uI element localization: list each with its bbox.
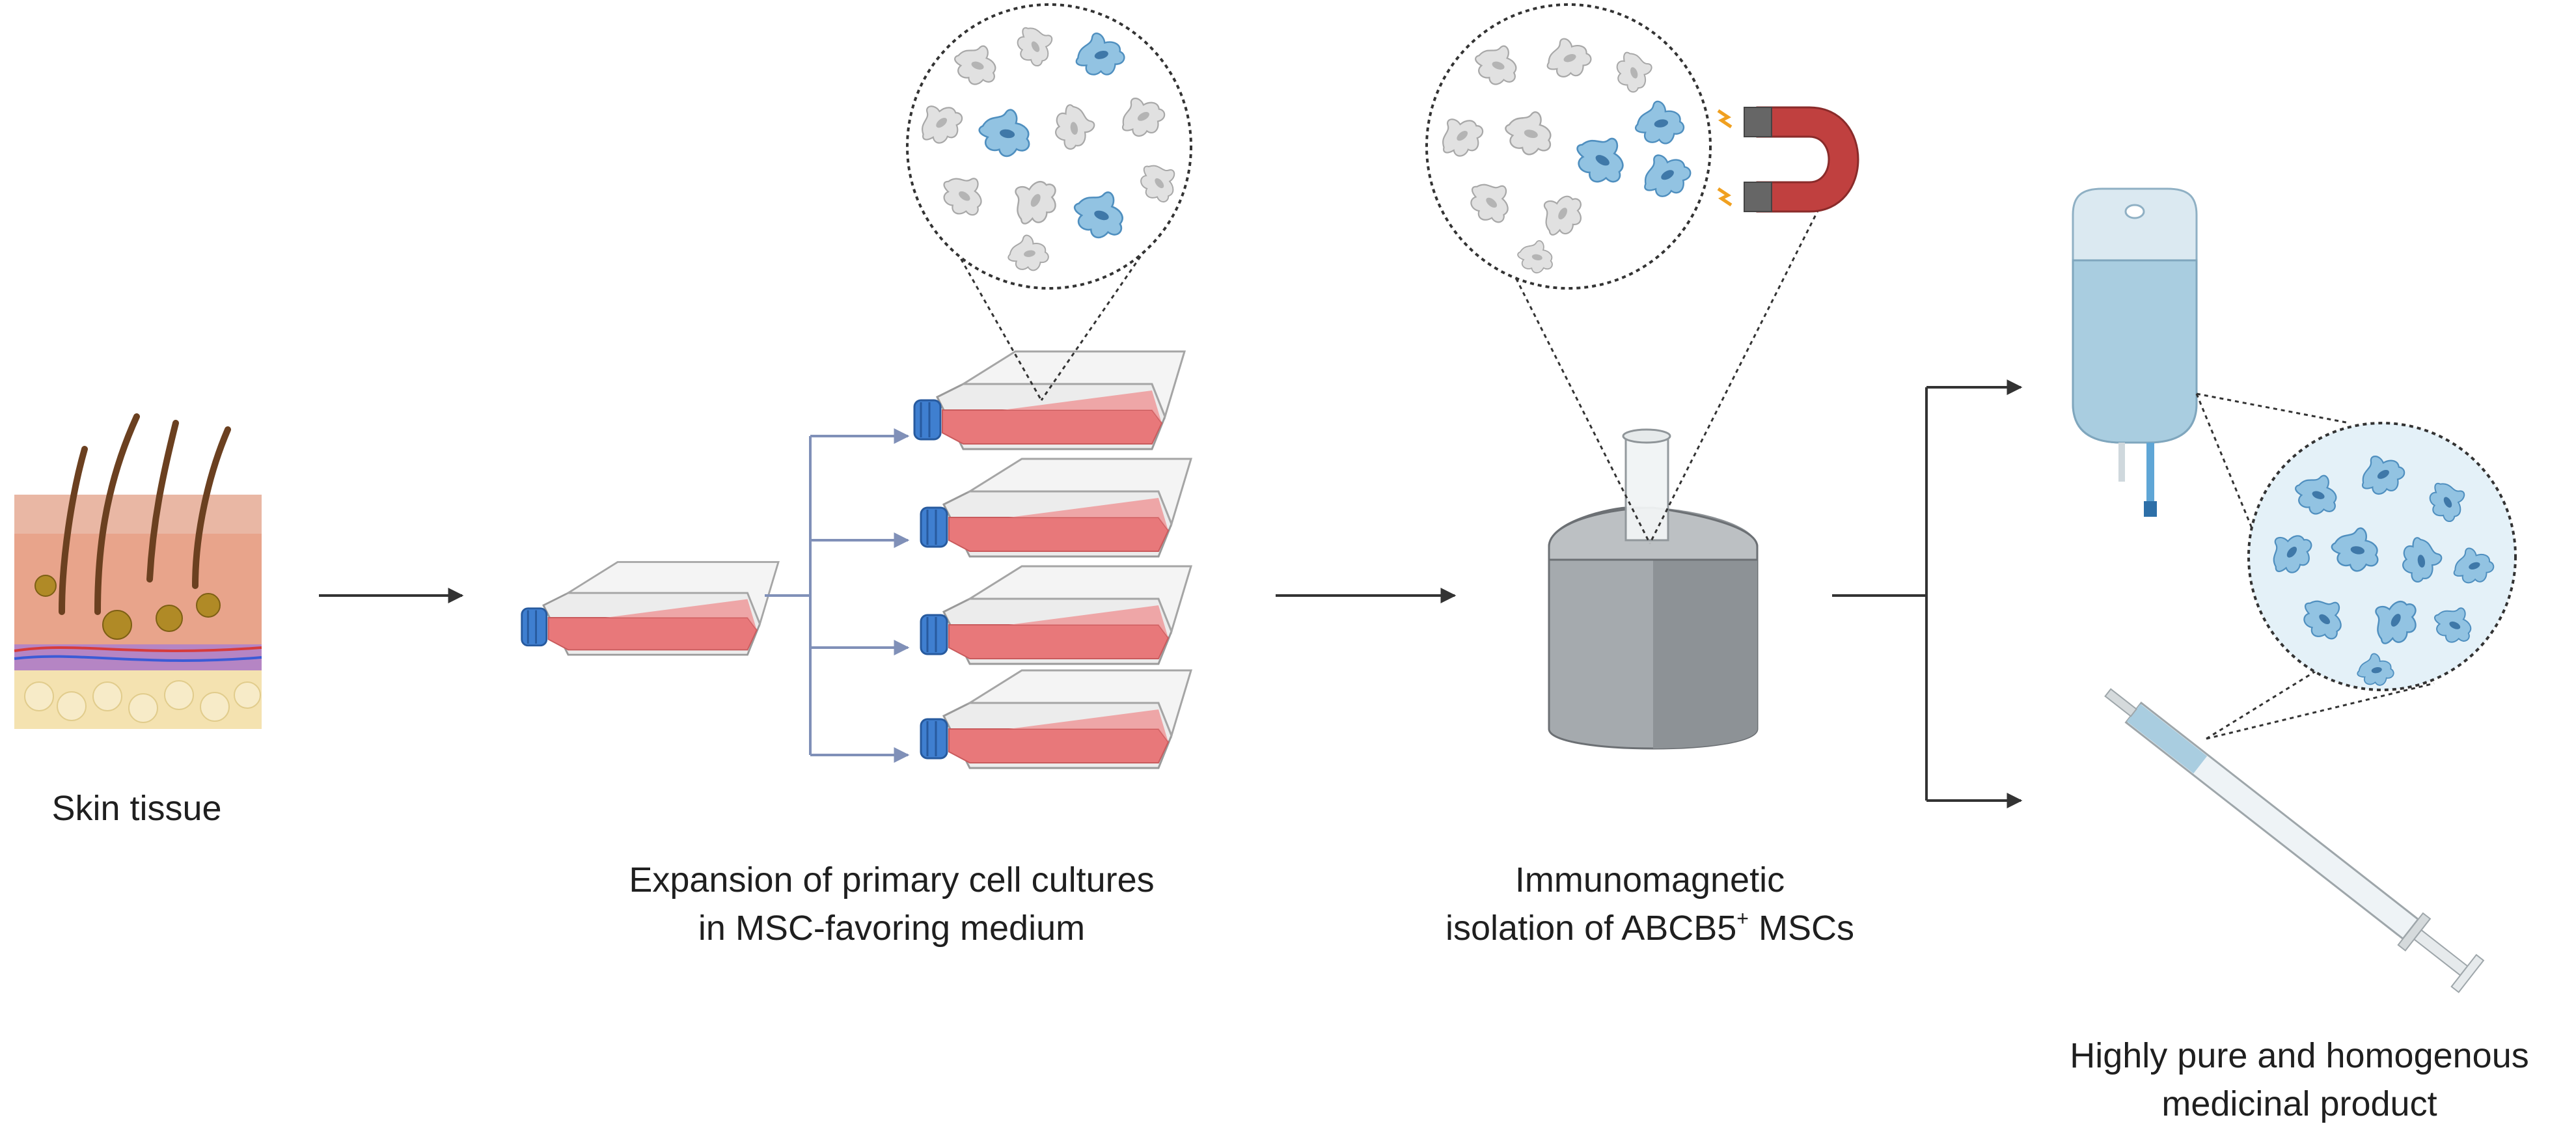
- isolation-line-2-pre: isolation of ABCB5: [1446, 909, 1737, 948]
- label-isolation: Immunomagnetic isolation of ABCB5+ MSCs: [1422, 856, 1878, 952]
- single-culture-flask: [521, 561, 780, 656]
- flask-stack: [913, 350, 1192, 769]
- iv-bag: [2072, 187, 2198, 517]
- split-arrows: [1832, 379, 2023, 808]
- label-expansion: Expansion of primary cell cultures in MS…: [566, 856, 1217, 952]
- flask-zoom-lines: [933, 211, 1173, 401]
- expansion-line-1: Expansion of primary cell cultures: [629, 860, 1155, 899]
- zoom-pure-msc: [2247, 422, 2517, 691]
- magnetic-separator: [1548, 428, 1759, 750]
- skin-tissue-illustration: [14, 413, 262, 729]
- branch-arrows: [765, 428, 910, 763]
- skin-tissue-text: Skin tissue: [51, 789, 222, 828]
- zoom-mixed-culture: [906, 3, 1192, 290]
- isolation-line-2-post: MSCs: [1748, 909, 1854, 948]
- syringe: [2104, 688, 2485, 993]
- product-line-2: medicinal product: [2161, 1084, 2437, 1123]
- label-skin-tissue: Skin tissue: [13, 784, 260, 832]
- zoom-magnetic-sorting: [1425, 3, 1712, 290]
- isolation-superscript: +: [1736, 907, 1749, 930]
- label-product: Highly pure and homogenous medicinal pro…: [2029, 1032, 2569, 1128]
- product-line-1: Highly pure and homogenous: [2070, 1036, 2529, 1075]
- isolation-line-2: isolation of ABCB5+ MSCs: [1422, 904, 1878, 952]
- isolation-line-1: Immunomagnetic: [1514, 860, 1785, 899]
- magnet-icon: [1717, 106, 1859, 213]
- expansion-line-2: in MSC-favoring medium: [698, 909, 1086, 948]
